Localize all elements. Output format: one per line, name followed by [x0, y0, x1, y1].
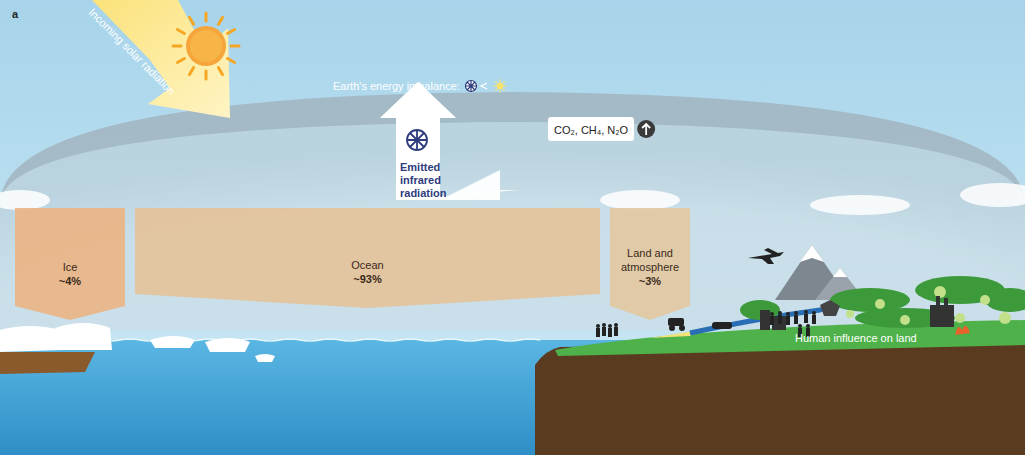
energy-band: Ocean~93%: [135, 208, 600, 308]
fire: [955, 326, 970, 335]
sun: [173, 13, 239, 79]
person: [602, 327, 606, 336]
person: [804, 310, 808, 314]
sun-ray: [173, 45, 181, 48]
land-surface: [555, 320, 1025, 356]
sun-ray: [219, 68, 223, 75]
increase-icon: [637, 120, 655, 138]
atmosphere-dome: [0, 92, 1025, 330]
imbalance-label: Earth's energy imbalance:: [333, 80, 460, 92]
atmosphere-inner: [0, 122, 1025, 330]
sun-ray: [190, 68, 194, 75]
land-influence-label: Human influence on land: [795, 332, 917, 344]
person: [602, 323, 606, 327]
person: [614, 327, 618, 336]
band-percent: ~93%: [139, 272, 596, 286]
person: [608, 328, 612, 337]
ice-bedrock: [0, 352, 95, 374]
infrared-label: Emitted infrared radiation: [400, 161, 478, 200]
person: [596, 328, 600, 337]
band-fill: [135, 208, 600, 308]
tree-dots: [846, 286, 1011, 325]
infrared-arrow-body: [380, 82, 520, 200]
sun-symbol: [493, 80, 506, 93]
person: [778, 311, 782, 315]
band-percent: ~3%: [614, 274, 686, 288]
person: [608, 324, 612, 328]
person: [770, 316, 774, 325]
people: [596, 310, 816, 337]
ocean-water: [0, 340, 1025, 455]
person: [786, 312, 790, 316]
person: [786, 316, 790, 325]
sun-ray: [231, 45, 239, 48]
less-than-sign: [481, 83, 487, 89]
sun-ray: [205, 13, 208, 21]
person: [778, 315, 782, 324]
person: [794, 315, 798, 324]
panel-letter: a: [12, 8, 18, 20]
sun-ray: [177, 59, 184, 63]
infrared-icon: [407, 130, 427, 150]
gas-text: CO₂, CH₄, N₂O: [554, 124, 628, 136]
person: [804, 314, 808, 323]
energy-band: Ice~4%: [15, 208, 125, 320]
person: [806, 324, 810, 328]
sun-ray: [228, 59, 235, 63]
person: [812, 311, 816, 315]
band-name: Land and atmosphere: [614, 246, 686, 274]
sun-ray: [177, 30, 184, 34]
cliff-ground: [535, 340, 1025, 455]
smoke: [820, 300, 840, 316]
band-fill: [610, 208, 690, 320]
person: [770, 312, 774, 316]
person: [794, 311, 798, 315]
band-percent: ~4%: [19, 274, 121, 288]
band-shape: [135, 208, 600, 308]
person: [798, 324, 802, 328]
band-name: Ocean: [139, 258, 596, 272]
imbalance-symbols: [464, 79, 508, 93]
band-name: Ice: [19, 260, 121, 274]
person: [812, 315, 816, 324]
person: [596, 324, 600, 328]
person: [614, 323, 618, 327]
gas-box: CO₂, CH₄, N₂O: [548, 117, 634, 141]
ice-sheets: [0, 323, 275, 362]
solar-arrow: [92, 0, 230, 118]
band-fill: [15, 208, 125, 320]
sun-ray: [205, 71, 208, 79]
infrared-symbol: [465, 81, 476, 92]
energy-band: Land and atmosphere~3%: [610, 208, 690, 320]
sun-ray: [190, 17, 194, 24]
sun-ray: [219, 17, 223, 24]
buildings: [760, 296, 954, 330]
sun-ray: [228, 30, 235, 34]
